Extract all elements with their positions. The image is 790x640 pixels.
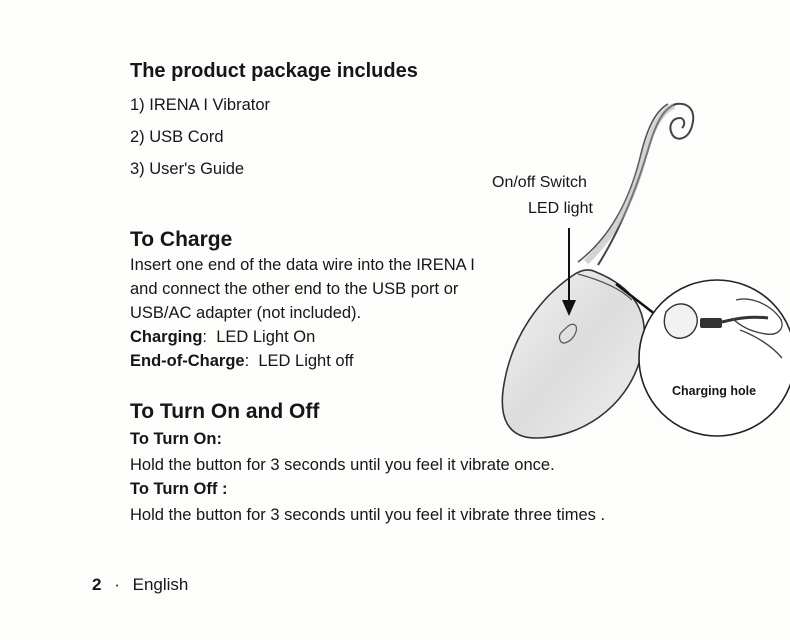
switch-label: On/off Switch	[492, 174, 587, 191]
turn-off-text: Hold the button for 3 seconds until you …	[130, 506, 606, 524]
hole-leader-line	[615, 283, 661, 319]
end-charge-colon: :	[244, 352, 259, 370]
end-charge-value: LED Light off	[258, 352, 354, 370]
turn-on-text: Hold the button for 3 seconds until you …	[130, 456, 555, 474]
charging-colon: :	[202, 328, 217, 346]
charging-status: Charging: LED Light On	[130, 328, 315, 347]
package-item-2: 2) USB Cord	[130, 128, 224, 146]
charging-hole-label: Charging hole	[672, 384, 757, 398]
page-number: 2	[92, 575, 102, 594]
switch-arrow	[562, 228, 576, 316]
turn-on-label: To Turn On:	[130, 430, 222, 448]
vibrator-neck	[577, 102, 695, 266]
package-heading: The product package includes	[130, 60, 418, 82]
charge-line-2: and connect the other end to the USB por…	[130, 280, 459, 298]
package-item-1: 1) IRENA I Vibrator	[130, 96, 271, 114]
footer-separator: ·	[114, 575, 120, 594]
charge-line-3: USB/AC adapter (not included).	[130, 304, 362, 322]
page-footer: 2 · English	[92, 575, 188, 595]
charge-line-1: Insert one end of the data wire into the…	[130, 256, 475, 274]
led-label: LED light	[528, 200, 593, 217]
charge-heading: To Charge	[130, 228, 233, 251]
end-charge-status: End-of-Charge: LED Light off	[130, 352, 353, 371]
end-charge-label: End-of-Charge	[130, 352, 245, 370]
charging-hole-detail	[638, 279, 790, 437]
turn-heading: To Turn On and Off	[130, 400, 320, 423]
charging-value: LED Light On	[216, 328, 316, 346]
vibrator-body	[501, 269, 646, 439]
package-item-3: 3) User's Guide	[130, 160, 245, 178]
footer-language: English	[132, 575, 189, 594]
charging-label: Charging	[130, 328, 203, 346]
turn-off-label: To Turn Off :	[130, 480, 228, 498]
